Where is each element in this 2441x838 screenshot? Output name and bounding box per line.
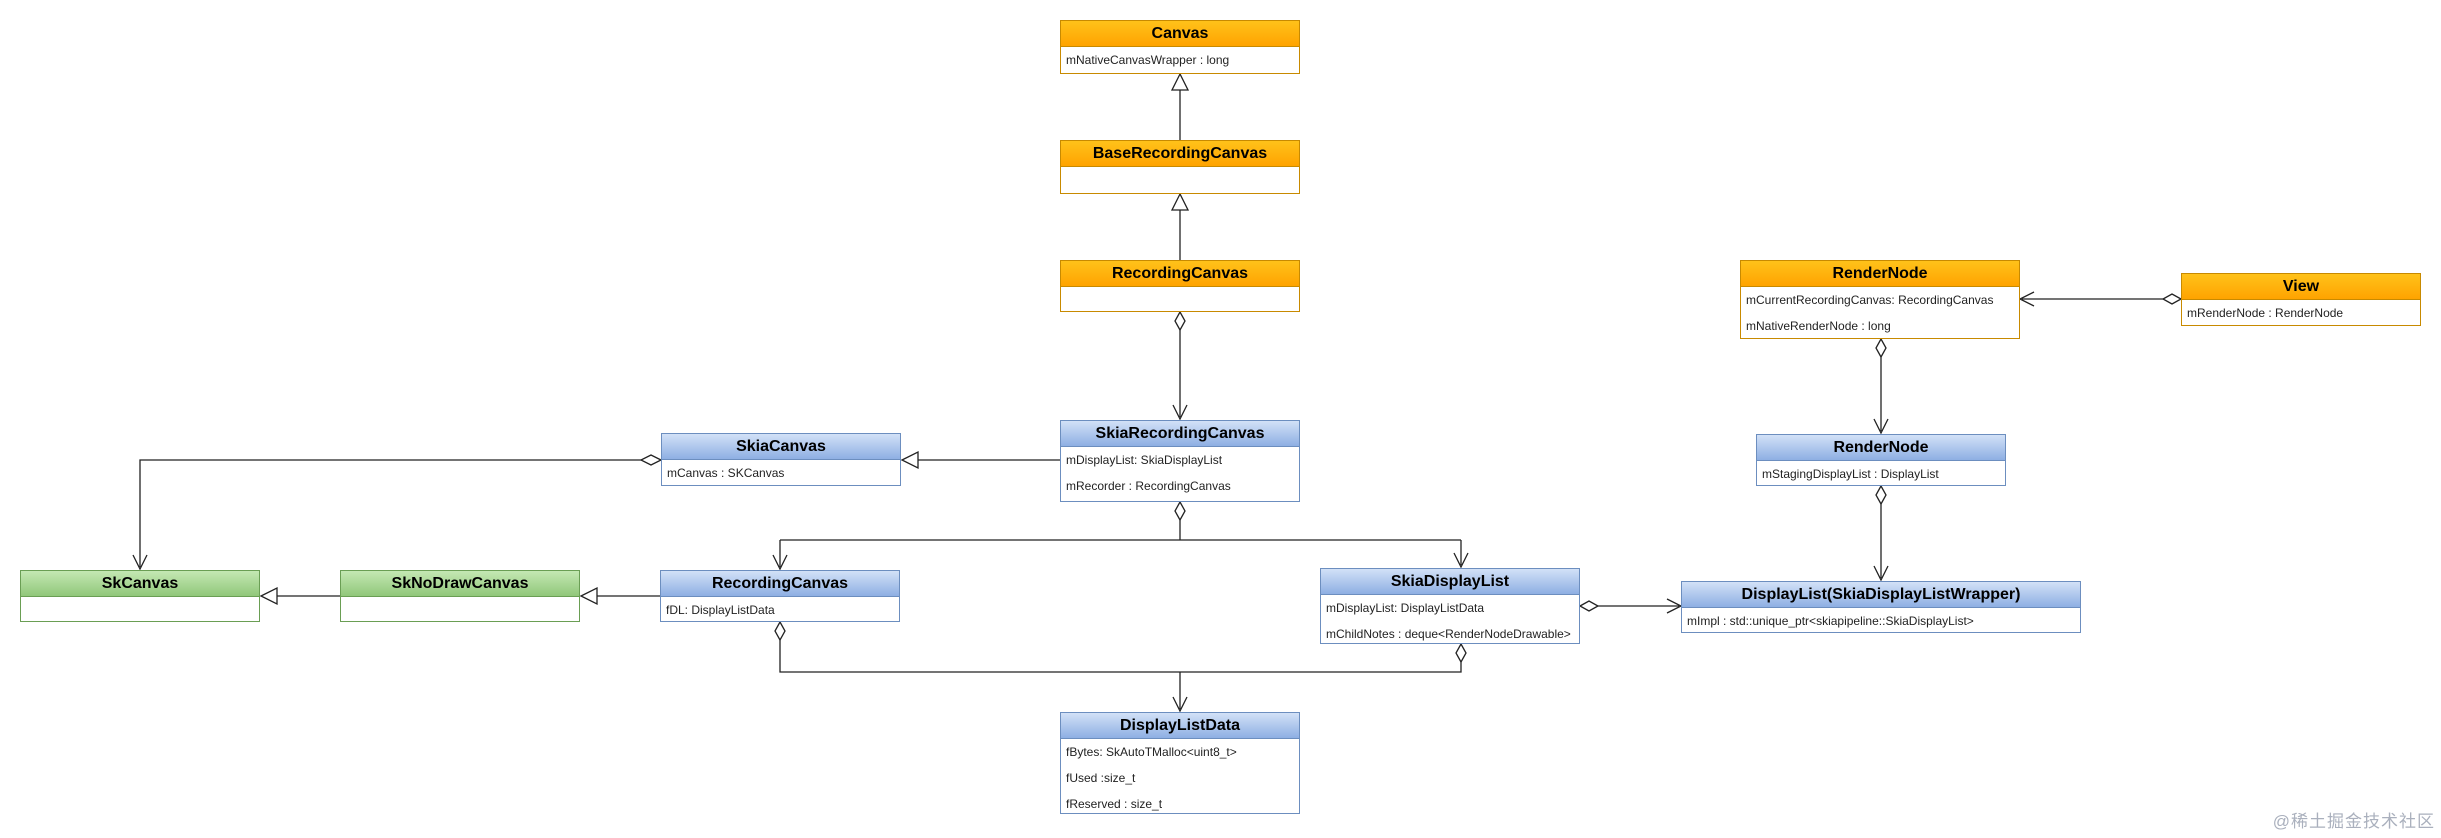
attribute: mNativeRenderNode : long xyxy=(1746,319,1891,333)
attribute: mCurrentRecordingCanvas: RecordingCanvas xyxy=(1746,293,1994,307)
edge-skia-recording-canvas-to-children xyxy=(779,520,1462,567)
generalization-arrow xyxy=(579,586,598,606)
class-name: RecordingCanvas xyxy=(1061,261,1299,287)
class-canvas[interactable]: Canvas mNativeCanvasWrapper : long xyxy=(1060,20,1300,74)
class-name: SkiaCanvas xyxy=(662,434,900,460)
aggregation-diamond xyxy=(1174,500,1186,522)
attribute: fReserved : size_t xyxy=(1066,797,1163,811)
open-arrow xyxy=(2018,291,2035,307)
attribute: mChildNotes : deque<RenderNodeDrawable> xyxy=(1326,627,1571,641)
class-recording-canvas[interactable]: RecordingCanvas xyxy=(1060,260,1300,312)
attribute: mImpl : std::unique_ptr<skiapipeline::Sk… xyxy=(1687,614,1974,628)
generalization-arrow xyxy=(1170,192,1190,211)
aggregation-diamond xyxy=(639,454,663,466)
attribute: fDL: DisplayListData xyxy=(666,603,775,617)
open-arrow xyxy=(1172,404,1188,421)
open-arrow xyxy=(1873,565,1889,582)
open-arrow xyxy=(1873,418,1889,435)
attribute: mRenderNode : RenderNode xyxy=(2187,306,2344,320)
class-name: RecordingCanvas xyxy=(661,571,899,597)
attribute: mStagingDisplayList : DisplayList xyxy=(1762,467,1939,481)
aggregation-diamond xyxy=(1578,600,1600,612)
attribute: mCanvas : SKCanvas xyxy=(667,466,785,480)
generalization-arrow xyxy=(900,450,919,470)
class-view[interactable]: View mRenderNode : RenderNode xyxy=(2181,273,2421,326)
class-sk-no-draw-canvas[interactable]: SkNoDrawCanvas xyxy=(340,570,580,622)
generalization-arrow xyxy=(259,586,278,606)
class-name: BaseRecordingCanvas xyxy=(1061,141,1299,167)
aggregation-diamond xyxy=(1875,337,1887,359)
aggregation-diamond xyxy=(1174,310,1186,332)
attribute: fBytes: SkAutoTMalloc<uint8_t> xyxy=(1066,745,1237,759)
edge-children-to-display-list-data xyxy=(779,640,1462,709)
class-name: RenderNode xyxy=(1741,261,2019,287)
class-name: DisplayList(SkiaDisplayListWrapper) xyxy=(1682,582,2080,608)
class-name: DisplayListData xyxy=(1061,713,1299,739)
open-arrow xyxy=(1453,552,1469,569)
aggregation-diamond xyxy=(774,620,786,642)
class-skia-canvas[interactable]: SkiaCanvas mCanvas : SKCanvas xyxy=(661,433,901,486)
class-skia-display-list[interactable]: SkiaDisplayList mDisplayList: DisplayLis… xyxy=(1320,568,1580,644)
aggregation-diamond xyxy=(1875,484,1887,506)
aggregation-diamond xyxy=(1455,642,1467,664)
open-arrow xyxy=(1172,696,1188,713)
class-recording-canvas-native[interactable]: RecordingCanvas fDL: DisplayListData xyxy=(660,570,900,622)
class-name: SkiaDisplayList xyxy=(1321,569,1579,595)
open-arrow xyxy=(132,554,148,571)
class-skia-recording-canvas[interactable]: SkiaRecordingCanvas mDisplayList: SkiaDi… xyxy=(1060,420,1300,502)
attribute: mDisplayList: DisplayListData xyxy=(1326,601,1485,615)
attribute: fUsed :size_t xyxy=(1066,771,1136,785)
class-name: View xyxy=(2182,274,2420,300)
attribute: mDisplayList: SkiaDisplayList xyxy=(1066,453,1223,467)
attribute: mRecorder : RecordingCanvas xyxy=(1066,479,1231,493)
class-display-list-data[interactable]: DisplayListData fBytes: SkAutoTMalloc<ui… xyxy=(1060,712,1300,814)
class-sk-canvas[interactable]: SkCanvas xyxy=(20,570,260,622)
edge-skia-canvas-to-sk-canvas xyxy=(139,459,651,567)
class-name: Canvas xyxy=(1061,21,1299,47)
aggregation-diamond xyxy=(2161,293,2183,305)
class-render-node-native[interactable]: RenderNode mStagingDisplayList : Display… xyxy=(1756,434,2006,486)
class-display-list-wrapper[interactable]: DisplayList(SkiaDisplayListWrapper) mImp… xyxy=(1681,581,2081,633)
class-name: SkCanvas xyxy=(21,571,259,597)
class-name: RenderNode xyxy=(1757,435,2005,461)
attribute: mNativeCanvasWrapper : long xyxy=(1066,53,1230,67)
class-name: SkNoDrawCanvas xyxy=(341,571,579,597)
class-base-recording-canvas[interactable]: BaseRecordingCanvas xyxy=(1060,140,1300,194)
class-render-node-java[interactable]: RenderNode mCurrentRecordingCanvas: Reco… xyxy=(1740,260,2020,339)
open-arrow xyxy=(772,554,788,571)
class-name: SkiaRecordingCanvas xyxy=(1061,421,1299,447)
watermark: @稀土掘金技术社区 xyxy=(2272,812,2435,831)
generalization-arrow xyxy=(1170,72,1190,91)
